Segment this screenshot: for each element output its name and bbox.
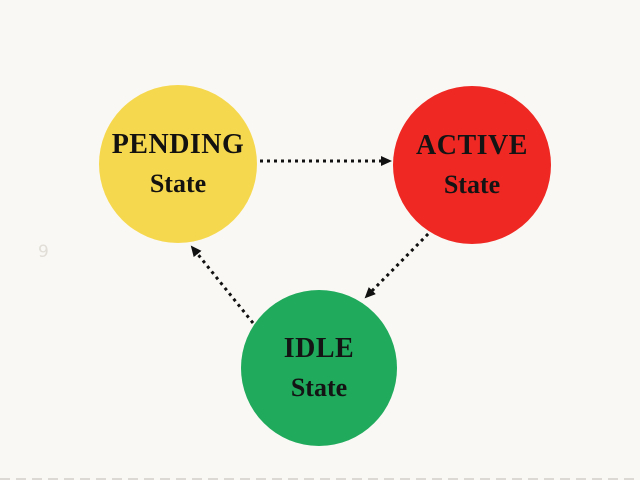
bottom-dashed-artifact xyxy=(0,478,640,480)
state-name-pending: PENDING xyxy=(111,129,245,160)
state-node-pending: PENDING State xyxy=(99,85,257,243)
transition-active-to-idle xyxy=(364,227,435,299)
state-sublabel-idle: State xyxy=(290,373,348,402)
state-sublabel-active: State xyxy=(443,170,501,199)
state-node-idle: IDLE State xyxy=(241,290,397,446)
transition-idle-to-pending xyxy=(190,245,255,324)
state-name-idle: IDLE xyxy=(283,333,355,364)
stray-faint-glyph: 9 xyxy=(38,242,49,262)
state-name-active: ACTIVE xyxy=(416,130,528,161)
state-node-active: ACTIVE State xyxy=(393,86,551,244)
state-sublabel-pending: State xyxy=(149,169,207,198)
